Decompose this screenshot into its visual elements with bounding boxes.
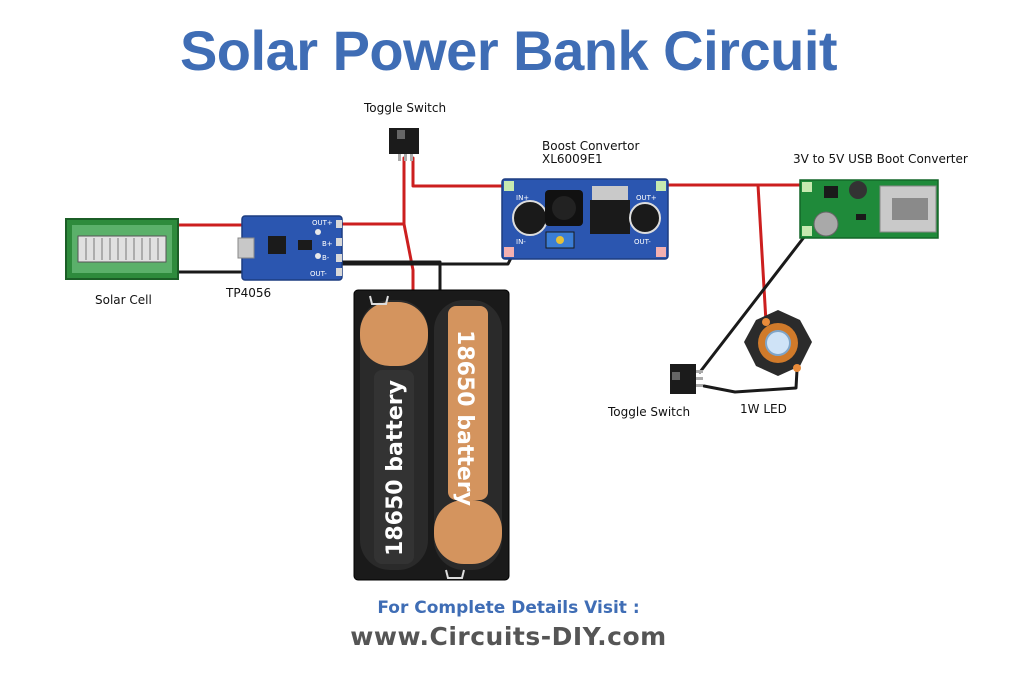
boost-converter: IN+ IN- OUT+ OUT- xyxy=(501,178,669,260)
toggle-switch-bottom xyxy=(670,364,703,394)
label-toggle-switch-bottom: Toggle Switch xyxy=(608,405,691,419)
led-1w xyxy=(744,310,812,376)
wire-tp-outplus xyxy=(338,156,406,226)
wire-usb-led-positive xyxy=(756,183,768,324)
wire-bplus-battery xyxy=(402,222,415,298)
label-led: 1W LED xyxy=(740,402,787,416)
wires xyxy=(118,156,810,394)
wire-usb-toggle-negative xyxy=(698,230,810,374)
toggle-switch-top xyxy=(389,128,419,161)
solar-cell xyxy=(65,218,179,280)
label-tp4056: TP4056 xyxy=(226,286,272,300)
battery-label-left: 18650 battery xyxy=(383,380,408,556)
boost-pin-inminus: IN- xyxy=(516,238,526,246)
wire-bminus xyxy=(336,260,442,298)
battery-label-right: 18650 battery xyxy=(452,330,477,506)
label-usb-converter: 3V to 5V USB Boot Converter xyxy=(793,152,968,166)
label-boost-convertor: Boost Convertor xyxy=(542,139,640,153)
tp-pin-bplus: B+ xyxy=(322,240,333,248)
diagram-title: Solar Power Bank Circuit xyxy=(179,19,838,82)
tp-pin-outplus: OUT+ xyxy=(312,219,333,227)
tp-pin-bminus: B- xyxy=(322,254,330,262)
wire-toggle-boost xyxy=(411,156,510,188)
usb-boost-converter xyxy=(799,179,939,239)
boost-pin-inplus: IN+ xyxy=(516,194,529,202)
boost-pin-outplus: OUT+ xyxy=(636,194,657,202)
tp4056-module: OUT+ B+ B- OUT- xyxy=(237,215,343,281)
footer-website[interactable]: www.Circuits-DIY.com xyxy=(350,622,667,651)
label-boost-model: XL6009E1 xyxy=(542,152,603,166)
wire-toggle-led-negative xyxy=(702,368,799,394)
label-toggle-switch-top: Toggle Switch xyxy=(364,101,447,115)
tp-pin-outminus: OUT- xyxy=(310,270,327,278)
footer-visit-text: For Complete Details Visit : xyxy=(377,598,640,618)
battery-holder: 18650 battery 18650 battery xyxy=(353,289,510,581)
label-solar-cell: Solar Cell xyxy=(95,293,152,307)
boost-pin-outminus: OUT- xyxy=(634,238,651,246)
